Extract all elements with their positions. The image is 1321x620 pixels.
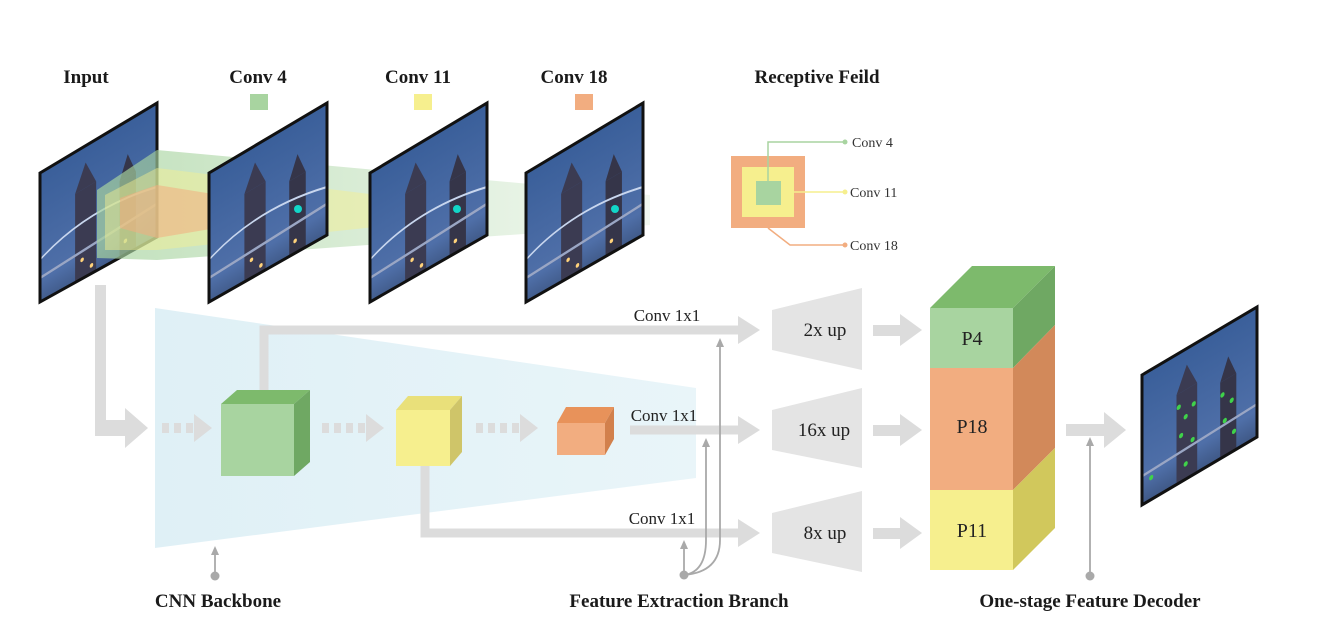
conv1x1-label-bottom: Conv 1x1	[629, 509, 696, 528]
output-image	[1140, 304, 1259, 508]
upsample-16x: 16x up	[772, 388, 862, 468]
branch-marker	[679, 570, 689, 580]
legend-conv18: Conv 18	[850, 239, 898, 254]
backbone-marker	[210, 571, 220, 581]
conv1x1-label-middle: Conv 1x1	[631, 406, 698, 425]
section-cnn-backbone: CNN Backbone	[155, 591, 281, 612]
p11-layer	[930, 490, 1013, 570]
upsample-8x: 8x up	[772, 491, 862, 572]
conv4-point	[294, 205, 302, 213]
header-conv18: Conv 18	[540, 67, 607, 88]
conv11-block	[396, 396, 462, 466]
receptive-field-legend: Conv 4 Conv 11 Conv 18	[731, 136, 898, 254]
p11-label: P11	[957, 520, 987, 542]
section-feature-extraction-branch: Feature Extraction Branch	[569, 591, 789, 612]
header-conv11: Conv 11	[385, 67, 451, 88]
feature-pyramid: P4 P18 P11	[930, 266, 1055, 570]
legend-conv11: Conv 11	[850, 186, 897, 201]
header-input: Input	[63, 67, 109, 88]
decoder-arrow	[1066, 412, 1126, 448]
conv4-feature-map	[207, 100, 329, 305]
section-feature-decoder: One-stage Feature Decoder	[979, 591, 1201, 612]
p18-label: P18	[956, 416, 987, 438]
conv11-color-swatch	[414, 94, 432, 110]
conv18-point	[611, 205, 619, 213]
conv18-color-swatch	[575, 94, 593, 110]
conv1x1-label-top: Conv 1x1	[634, 306, 701, 325]
header-receptive-field: Receptive Feild	[754, 67, 879, 88]
upsample-2x: 2x up	[772, 288, 862, 370]
conv4-block	[221, 390, 310, 476]
p4-layer	[930, 308, 1013, 368]
legend-conv4: Conv 4	[852, 136, 893, 151]
upsample-16x-label: 16x up	[798, 420, 850, 441]
conv18-feature-map	[524, 100, 645, 305]
decoder-marker	[1085, 571, 1095, 581]
pyramid-input-arrows	[873, 314, 922, 549]
conv18-block	[557, 407, 614, 455]
conv11-feature-map	[368, 100, 489, 305]
header-conv4: Conv 4	[229, 67, 287, 88]
conv4-color-swatch	[250, 94, 268, 110]
upsample-8x-label: 8x up	[804, 523, 847, 544]
p4-label: P4	[961, 328, 982, 350]
conv11-point	[453, 205, 461, 213]
p18-layer	[930, 368, 1013, 490]
upsample-2x-label: 2x up	[804, 320, 847, 341]
backbone-arrows	[95, 285, 538, 448]
skip-connections	[259, 316, 760, 547]
